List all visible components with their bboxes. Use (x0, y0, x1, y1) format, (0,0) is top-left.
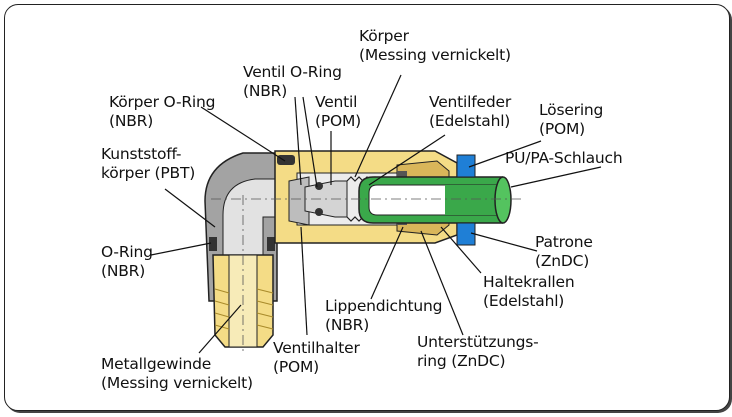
label-koerper: Körper (Messing vernickelt) (359, 27, 511, 64)
label-ventil: Ventil (POM) (315, 93, 362, 130)
lip-seal-top (397, 171, 407, 181)
release-ring-bottom (456, 222, 476, 246)
oring-right (267, 237, 275, 251)
label-patrone: Patrone (ZnDC) (535, 233, 593, 270)
fitting-illustration (150, 74, 602, 354)
diagram-frame: Körper (Messing vernickelt) Ventil O-Rin… (4, 4, 730, 411)
label-unterstuetzung: Unterstützungs- ring (ZnDC) (417, 333, 539, 370)
label-ventil-oring: Ventil O-Ring (NBR) (243, 63, 342, 100)
label-koerper-oring: Körper O-Ring (NBR) (109, 93, 216, 130)
label-ventilfeder: Ventilfeder (Edelstahl) (429, 93, 511, 130)
label-ventilhalter: Ventilhalter (POM) (273, 339, 360, 376)
label-metallgewinde: Metallgewinde (Messing vernickelt) (101, 355, 253, 392)
label-kunststoff: Kunststoff- körper (PBT) (101, 145, 196, 182)
label-oring: O-Ring (NBR) (101, 243, 153, 280)
label-haltekrallen: Haltekrallen (Edelstahl) (483, 273, 575, 310)
label-schlauch: PU/PA-Schlauch (505, 149, 623, 167)
valve-oring-bottom (315, 208, 323, 216)
tube-end (494, 176, 512, 224)
release-ring-top (456, 154, 476, 178)
oring-left (209, 237, 217, 251)
tube-wall-fill (445, 185, 503, 215)
body-oring (277, 155, 295, 165)
valve-holder (288, 176, 310, 226)
leader-lines (150, 74, 602, 354)
label-lippendichtung: Lippendichtung (NBR) (325, 297, 443, 334)
label-loesering: Lösering (POM) (539, 101, 604, 138)
